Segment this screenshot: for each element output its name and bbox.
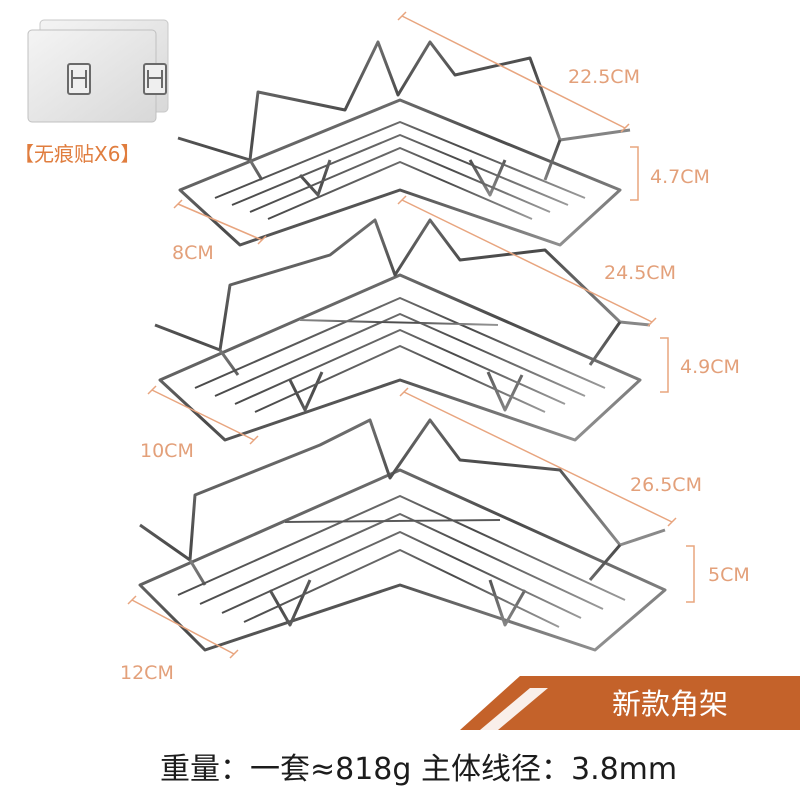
spec-footer: 重量：一套≈818g 主体线径：3.8mm <box>160 752 678 787</box>
adhesive-hook-pads <box>27 19 169 123</box>
corner-shelf-medium <box>154 218 651 442</box>
shelf-medium-depth-label: 10CM <box>140 440 194 462</box>
hook-icon <box>143 63 167 95</box>
corner-shelf-small <box>177 40 631 247</box>
shelf-medium-length-label: 24.5CM <box>604 262 676 284</box>
shelf-small-depth-label: 8CM <box>172 242 214 264</box>
corner-shelf-large <box>138 418 667 652</box>
hook-icon <box>67 63 91 95</box>
hooks-label: 【无痕贴X6】 <box>14 142 141 166</box>
banner-background <box>460 676 800 730</box>
shelf-small-height-label: 4.7CM <box>650 166 710 188</box>
banner-title: 新款角架 <box>611 687 728 721</box>
shelf-large-length-label: 26.5CM <box>630 474 702 496</box>
shelf-small-length-label: 22.5CM <box>568 66 640 88</box>
shelf-large-depth-label: 12CM <box>120 662 174 684</box>
dimension-lines <box>127 11 695 659</box>
shelf-medium-height-label: 4.9CM <box>680 356 740 378</box>
shelf-large-height-label: 5CM <box>708 564 750 586</box>
